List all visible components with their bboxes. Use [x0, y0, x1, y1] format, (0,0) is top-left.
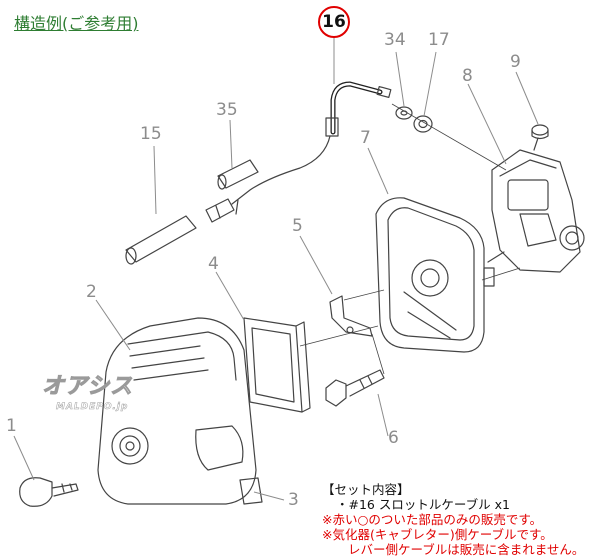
diagram-title: 構造例(ご参考用) — [14, 14, 139, 33]
part-number-1: 1 — [6, 416, 17, 436]
leader-lines — [13, 36, 539, 501]
part-number-6: 6 — [388, 428, 399, 448]
tube-part-15 — [125, 215, 197, 265]
notes-heading: 【セット内容】 — [322, 482, 410, 497]
carburetor-part-8 — [487, 137, 585, 273]
part-number-8: 8 — [462, 66, 473, 86]
watermark-sub: MALDEPO.jp — [56, 402, 129, 413]
gasket-part-3 — [239, 477, 263, 505]
notes-warning-3: レバー側ケーブルは販売に含まれません。 — [348, 542, 585, 557]
set-contents-notes: 【セット内容】 ・#16 スロットルケーブル x1 ※赤い○のついた部品のみの販… — [322, 482, 584, 557]
part-number-2: 2 — [86, 282, 97, 302]
part-number-5: 5 — [292, 216, 303, 236]
part-number-7: 7 — [360, 128, 371, 148]
bolt-part-6 — [325, 369, 385, 407]
notes-warning-2: ※気化器(キャブレター)側ケーブルです。 — [322, 527, 553, 542]
watermark-logo: オアシス — [41, 374, 134, 400]
part-number-17: 17 — [428, 30, 450, 50]
part-number-9: 9 — [510, 52, 521, 72]
part-number-3: 3 — [288, 490, 299, 510]
bracket-part-5 — [329, 295, 373, 337]
nut-part-34 — [395, 106, 413, 120]
part-number-15: 15 — [140, 124, 162, 144]
part-number-35: 35 — [216, 100, 238, 120]
filter-element-part-4 — [243, 317, 311, 413]
notes-warning-1: ※赤い○のついた部品のみの販売です。 — [322, 512, 543, 527]
throttle-cable-part-16 — [205, 81, 392, 223]
part-number-34: 34 — [384, 30, 406, 50]
notes-item: ・#16 スロットルケーブル x1 — [336, 497, 510, 512]
air-cleaner-cover-part-2 — [97, 317, 257, 505]
part-number-4: 4 — [208, 254, 219, 274]
highlighted-part-number: 16 — [318, 6, 350, 38]
sleeve-part-35 — [217, 159, 259, 190]
air-cleaner-base-part-7 — [375, 197, 495, 353]
cap-part-9 — [531, 124, 549, 140]
assembly-lines — [299, 103, 521, 375]
knob-screw-part-1 — [19, 477, 79, 507]
